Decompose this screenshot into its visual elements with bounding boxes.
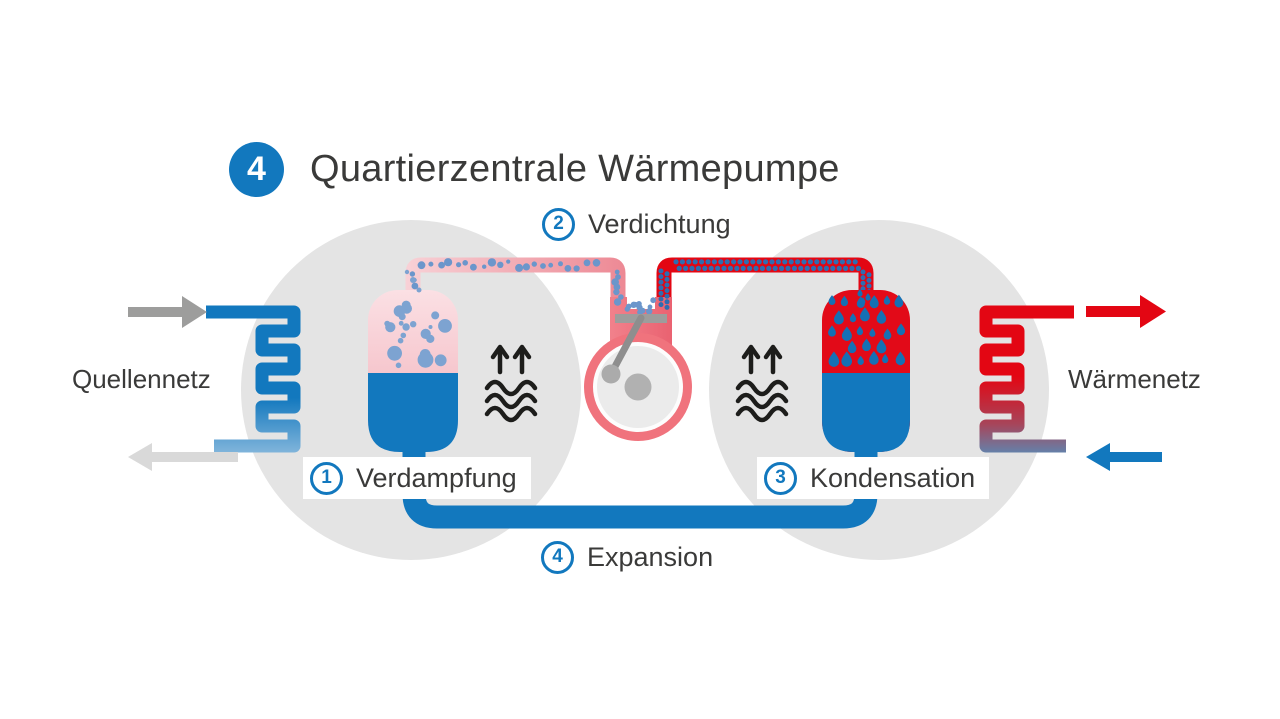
step-expansion: 4 Expansion	[541, 536, 713, 578]
heat-network-label: Wärmenetz	[1068, 364, 1201, 394]
heat-return-arrow	[1086, 443, 1162, 471]
wheel-hub	[624, 373, 652, 401]
step-verdichtung: 2 Verdichtung	[542, 203, 731, 245]
heat-transfer-icon-right	[735, 344, 789, 423]
step-verdampfung: 1 Verdampfung	[303, 457, 531, 499]
heat-out-arrow	[1086, 295, 1166, 328]
source-out-arrow	[128, 443, 238, 471]
step-1-badge: 1	[310, 461, 343, 495]
heat-transfer-icon-left	[484, 344, 538, 423]
heat-coil	[979, 305, 1074, 453]
expansion-pipe	[402, 446, 878, 529]
condenser-vessel	[822, 289, 910, 452]
step-4-badge: 4	[541, 540, 574, 574]
step-3-label: Kondensation	[810, 462, 976, 493]
source-in-arrow	[128, 296, 207, 328]
evaporator-vessel	[368, 269, 458, 452]
rod-bearing	[601, 364, 621, 384]
step-1-label: Verdampfung	[356, 462, 517, 493]
step-4-label: Expansion	[587, 541, 714, 572]
source-network-label: Quellennetz	[72, 364, 211, 394]
title-row: 4 Quartierzentrale Wärmepumpe	[229, 142, 840, 197]
vapor-dots	[407, 258, 657, 316]
step-3-badge: 3	[764, 461, 797, 495]
step-2-badge: 2	[542, 207, 575, 241]
step-2-label: Verdichtung	[588, 208, 731, 239]
evaporation-bubbles	[384, 269, 452, 369]
discharge-pipe	[656, 257, 874, 303]
page-title: Quartierzentrale Wärmepumpe	[310, 148, 840, 190]
source-coil	[206, 305, 301, 453]
piston-rod	[607, 314, 645, 378]
compressor-wheel	[584, 314, 692, 441]
step-kondensation: 3 Kondensation	[757, 457, 990, 499]
title-number-badge: 4	[229, 142, 284, 197]
